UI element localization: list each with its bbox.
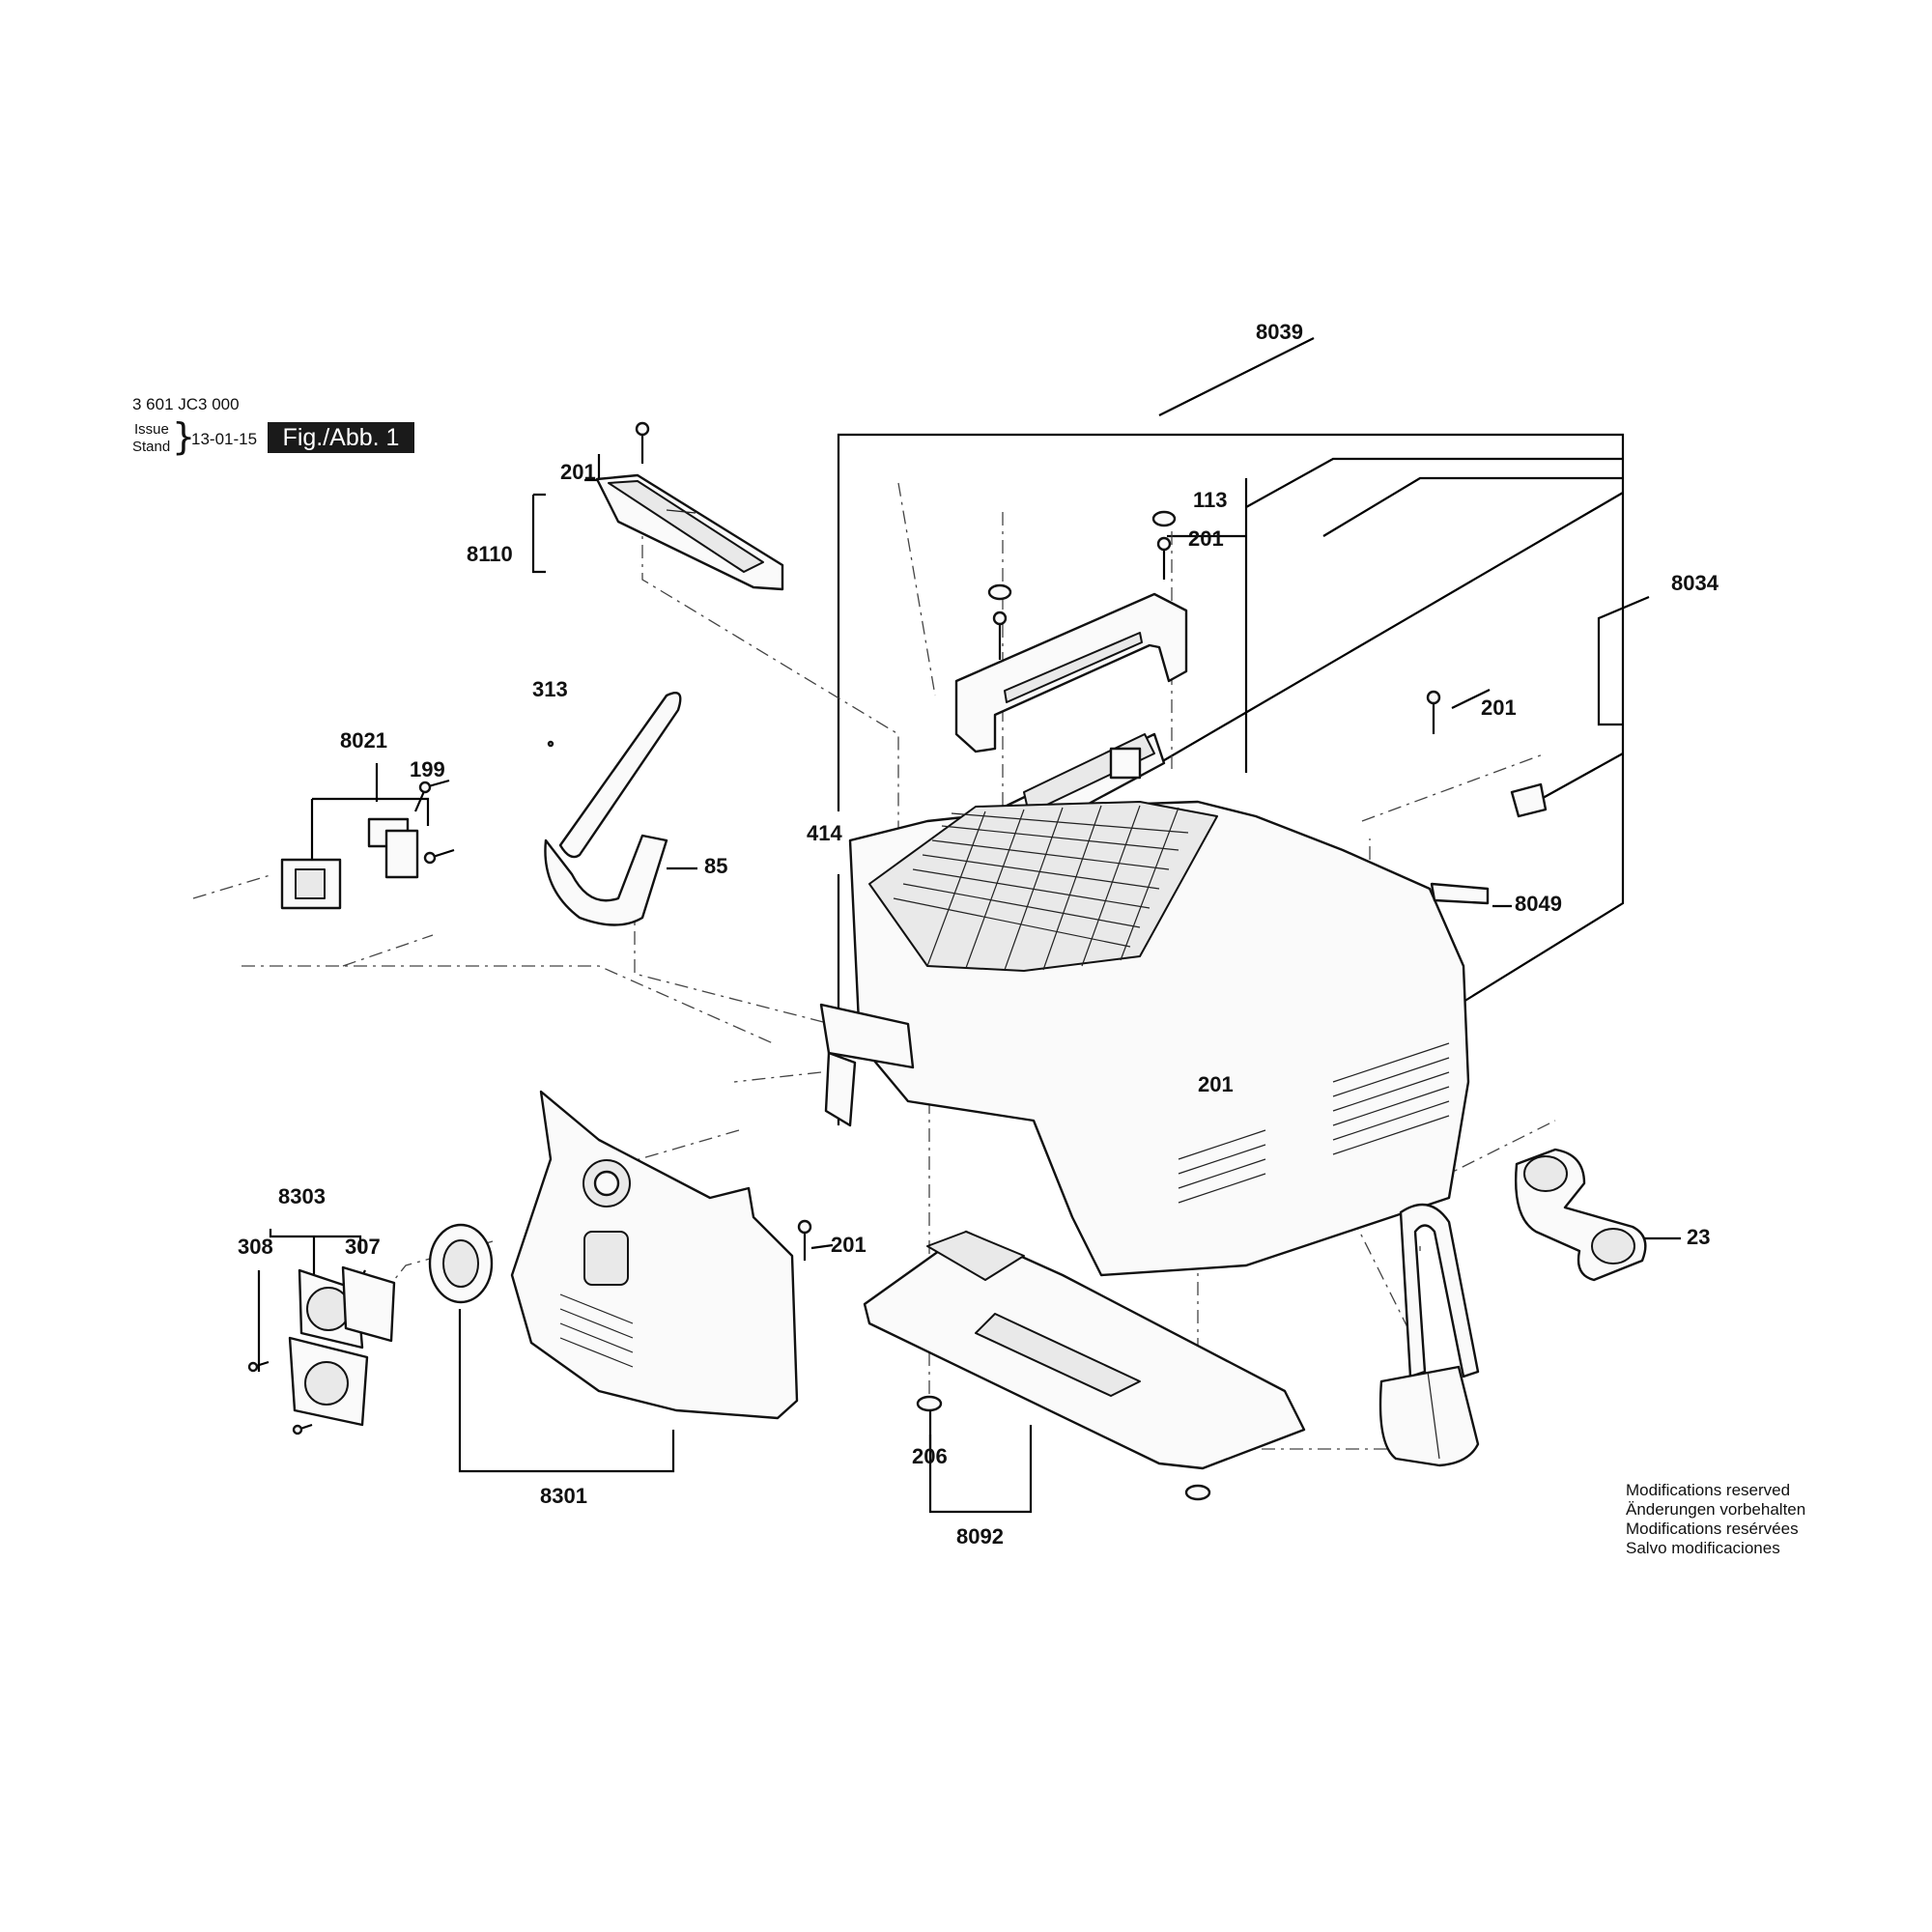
part-85-cable-hook [544,691,682,926]
part-8034-main-housing [848,800,1470,1277]
part-8110-handle [595,473,784,591]
part-8303-socket [288,1265,396,1427]
issue-label: Issue [134,421,169,438]
callout-307: 307 [345,1235,381,1259]
callout-23: 23 [1687,1225,1711,1249]
stand-label: Stand [132,439,171,455]
callout-308: 308 [238,1235,273,1259]
callout-201-center: 201 [1198,1072,1234,1096]
callout-201-front: 201 [831,1233,867,1257]
part-8049-label [1430,882,1490,905]
callout-201-handle: 201 [1188,526,1224,551]
part-8092-base-plate [863,1230,1306,1501]
note-french: Modifications resérvées [1626,1520,1799,1538]
callout-8034: 8034 [1671,571,1719,595]
callout-8303: 8303 [278,1184,326,1208]
leader-lines [257,337,1681,1514]
note-german: Änderungen vorbehalten [1626,1500,1806,1519]
callout-8110: 8110 [467,542,513,566]
callout-8049: 8049 [1515,892,1562,916]
callout-199: 199 [410,757,445,781]
part-8039-carry-handle [954,592,1188,840]
figure-label: Fig./Abb. 1 [268,422,414,453]
part-label-sticker [1109,747,1142,780]
brace-symbol: } [172,415,196,458]
note-english: Modifications reserved [1626,1481,1791,1499]
callout-8039: 8039 [1256,320,1303,344]
callout-313: 313 [532,677,568,701]
callout-8092: 8092 [956,1524,1004,1548]
callout-201-top: 201 [560,460,596,484]
part-23-clamp [1515,1148,1647,1282]
callout-414: 414 [807,821,842,845]
callout-206: 206 [912,1444,948,1468]
document-number: 3 601 JC3 000 [132,395,240,413]
part-113-caps [987,510,1177,601]
modifications-notice: Modifications reserved Änderungen vorbeh… [1626,1481,1805,1558]
part-8301-front-cover [428,1090,799,1420]
callout-113: 113 [1193,488,1228,512]
note-spanish: Salvo modificaciones [1626,1539,1780,1557]
part-201-bracket [1510,782,1548,818]
callout-85: 85 [704,854,728,878]
part-414-clip [819,1003,915,1127]
issue-date: 13-01-15 [191,430,258,448]
callout-201-right: 201 [1481,696,1517,720]
callout-8301: 8301 [540,1484,587,1508]
part-8021-switch [280,817,419,910]
callout-8021: 8021 [340,728,387,753]
part-hose-holder [1378,1203,1480,1467]
